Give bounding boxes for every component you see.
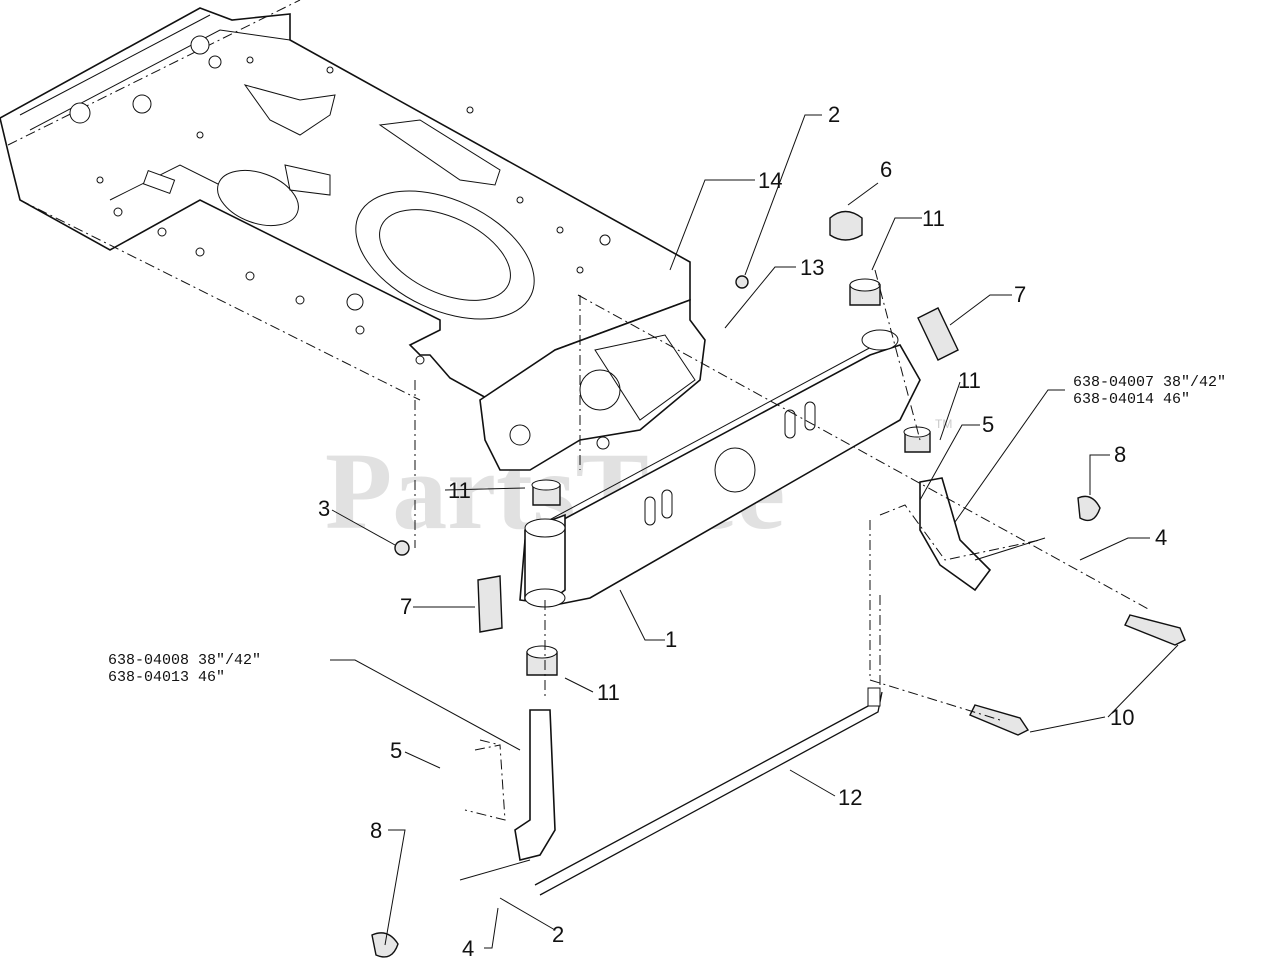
watermark-trademark: TM	[935, 417, 952, 431]
part-number-left-spindle: 638-04008 38"/42" 638-04013 46"	[108, 652, 261, 686]
sleeve-right	[917, 307, 959, 361]
callout-8-left: 8	[370, 818, 382, 843]
bushings	[526, 278, 931, 676]
cap	[829, 210, 863, 241]
bolt-2-top	[735, 275, 749, 289]
left-spindle	[459, 709, 556, 881]
part-number-line1: 638-04008 38"/42"	[108, 652, 261, 669]
right-spindle	[879, 477, 1046, 592]
callout-5-right: 5	[982, 412, 994, 437]
callout-4-right: 4	[1155, 525, 1167, 550]
front-axle	[519, 329, 921, 608]
callout-10: 10	[1110, 705, 1134, 730]
callout-11-top: 11	[922, 206, 945, 231]
callout-7-left: 7	[400, 594, 412, 619]
part-number-right-spindle: 638-04007 38"/42" 638-04014 46"	[1073, 374, 1226, 408]
callout-4-bottom: 4	[462, 936, 474, 961]
callout-8-right: 8	[1114, 442, 1126, 467]
callout-3: 3	[318, 496, 330, 521]
screw-3	[394, 540, 410, 556]
leader-lines	[330, 114, 1179, 949]
callout-7-right: 7	[1014, 282, 1026, 307]
callout-5-left: 5	[390, 738, 402, 763]
callout-1: 1	[665, 627, 677, 652]
clevis-pin-upper	[1124, 614, 1186, 646]
assembly-lines	[414, 269, 1151, 746]
callout-11-low: 11	[597, 680, 620, 705]
washer-8-right	[1077, 495, 1101, 522]
callout-11-mid: 11	[958, 368, 981, 393]
callout-12: 12	[838, 785, 862, 810]
sleeve-left	[477, 575, 503, 633]
callout-13: 13	[800, 255, 824, 280]
callout-14: 14	[758, 168, 782, 193]
callout-labels: 2 14 13 6 11 7 11 5 8 4 11 3 7 1 11 10 1…	[318, 102, 1167, 961]
callout-11-left: 11	[448, 478, 471, 503]
callout-6: 6	[880, 157, 892, 182]
part-number-line2: 638-04013 46"	[108, 669, 225, 686]
callout-2-bottom: 2	[552, 922, 564, 947]
tie-rod	[534, 687, 883, 896]
part-number-line1: 638-04007 38"/42"	[1073, 374, 1226, 391]
frame-chassis	[0, 0, 706, 471]
part-number-line2: 638-04014 46"	[1073, 391, 1190, 408]
callout-2-top: 2	[828, 102, 840, 127]
